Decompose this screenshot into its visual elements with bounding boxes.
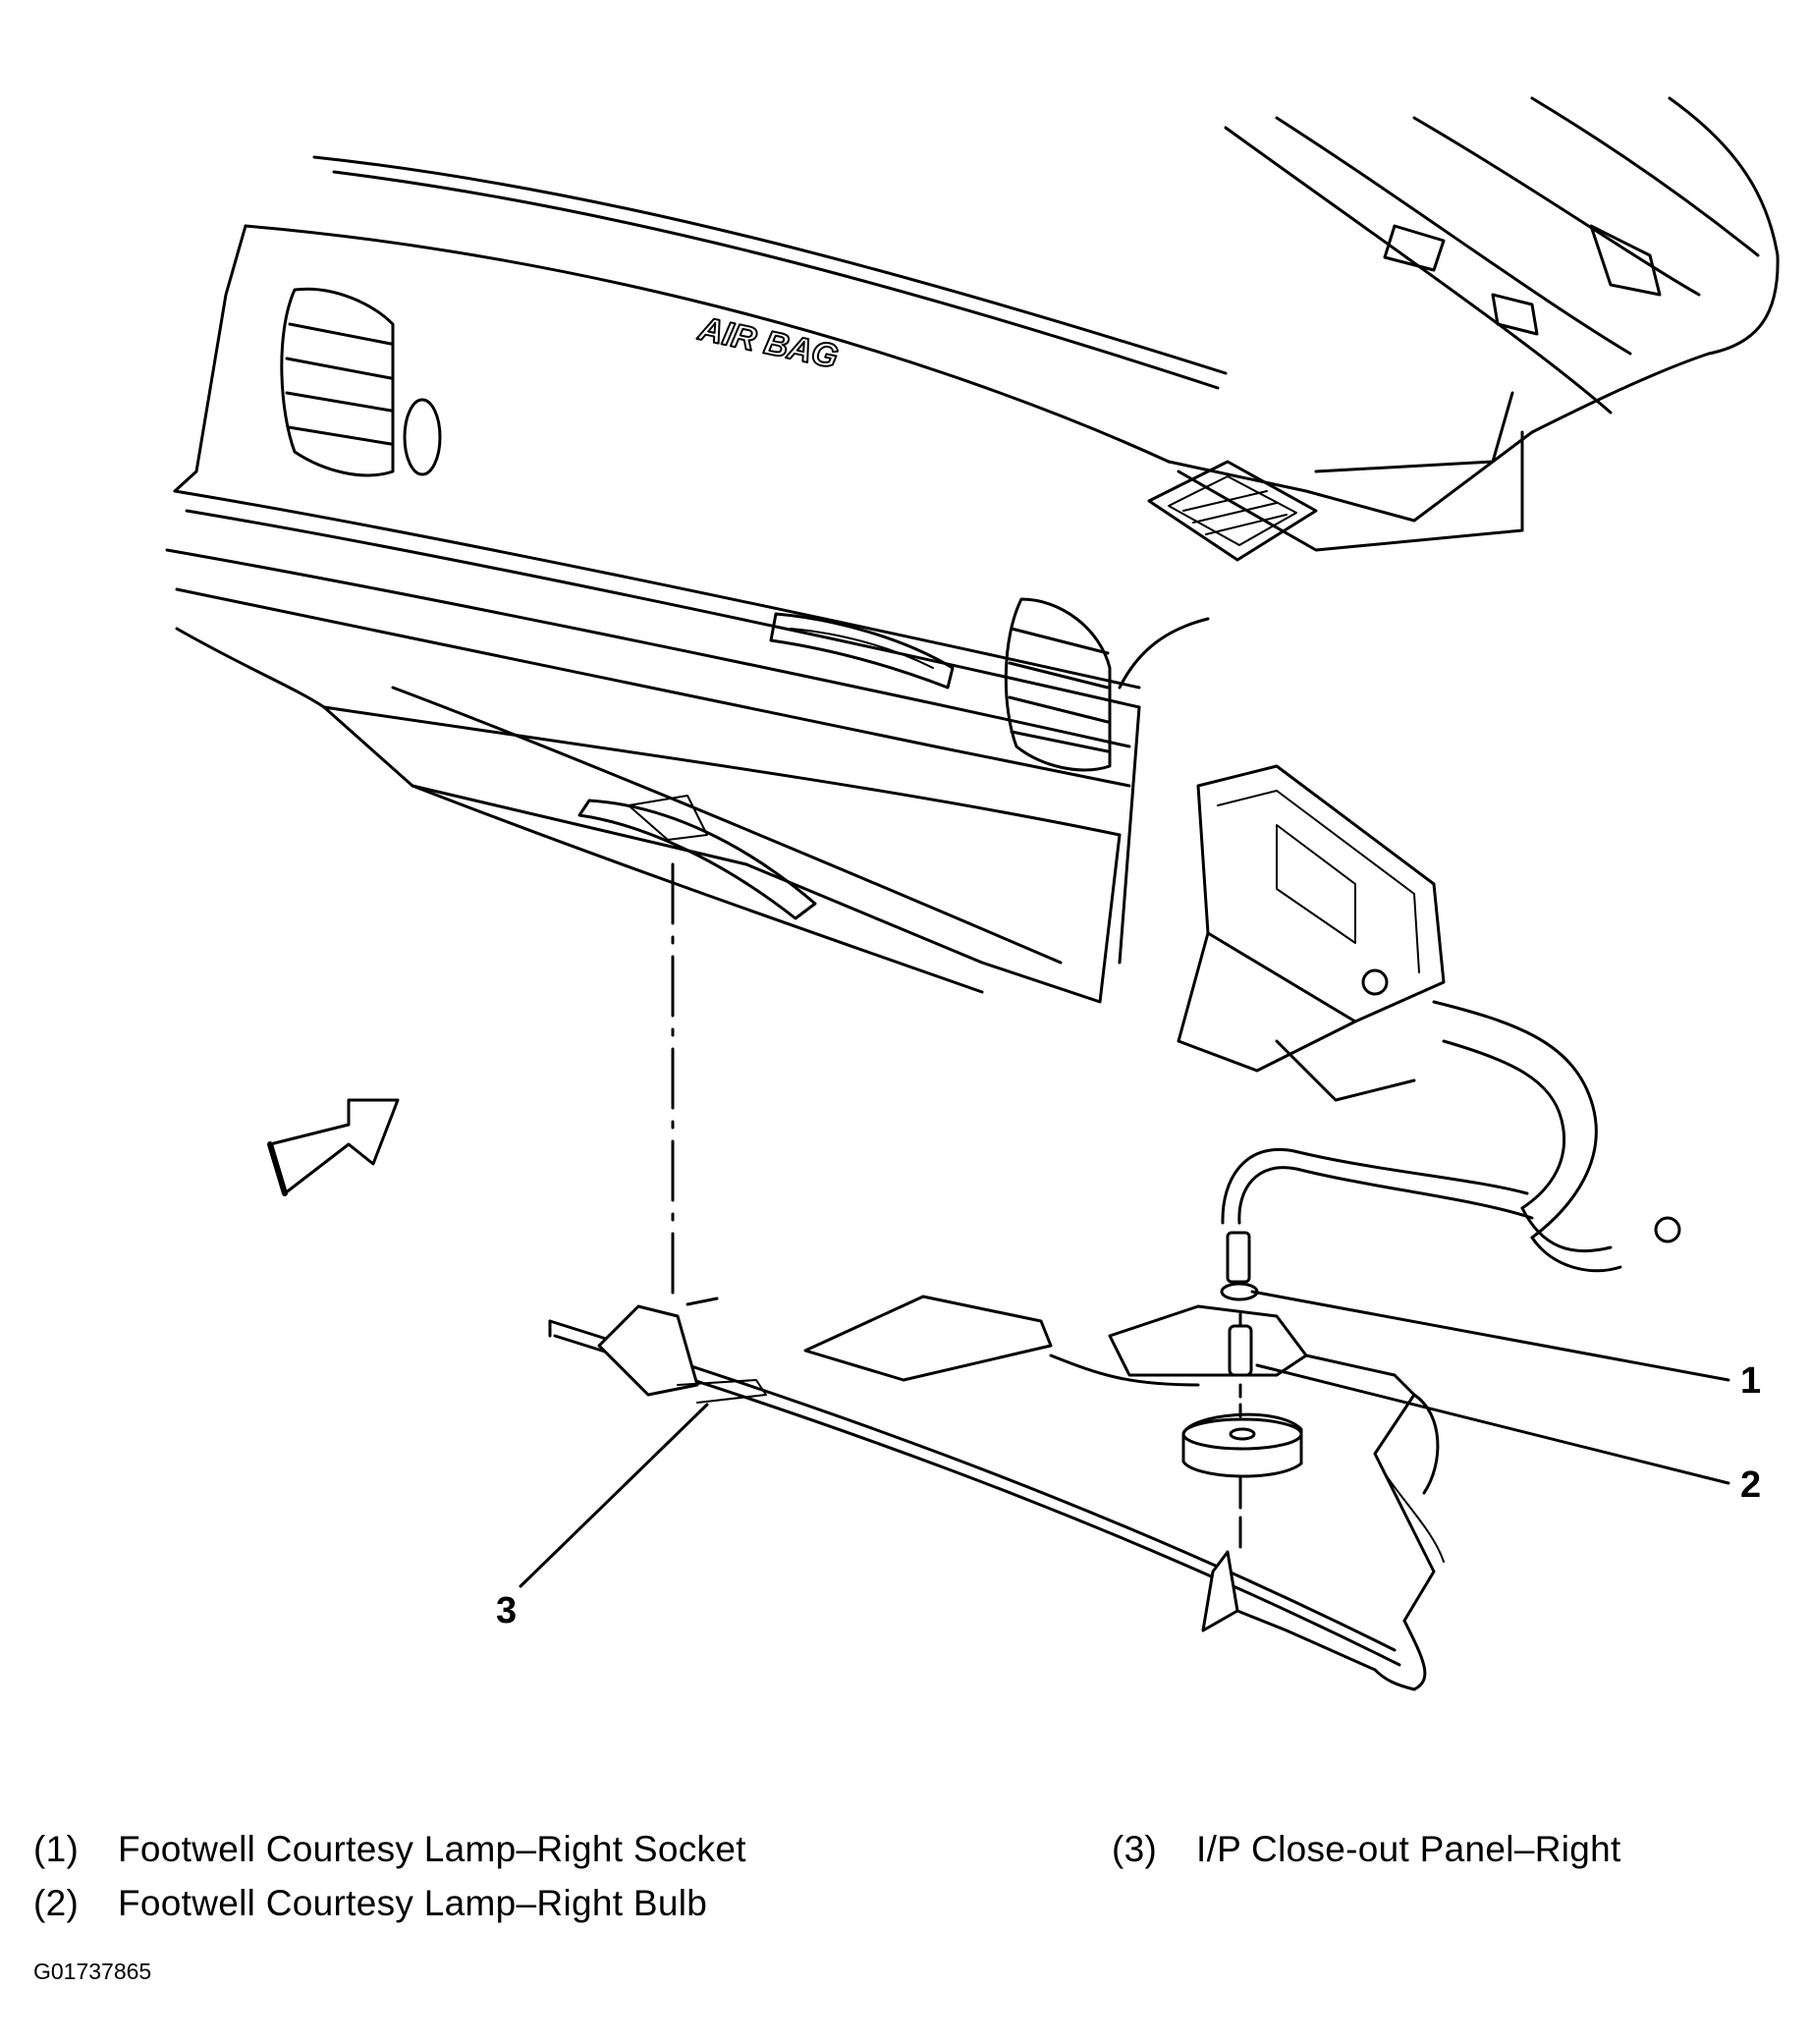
direction-arrow [267, 1098, 400, 1196]
legend-label: Footwell Courtesy Lamp–Right Socket [118, 1829, 746, 1869]
callout-2: 2 [1740, 1464, 1761, 1506]
glovebox-handle [577, 795, 817, 920]
callout-1: 1 [1740, 1360, 1761, 1402]
left-air-vent [280, 287, 442, 477]
callout-leaders [519, 1290, 1730, 1588]
wire-harness [1221, 1000, 1681, 1273]
lamp-housing [1181, 1412, 1303, 1478]
legend-label: Footwell Courtesy Lamp–Right Bulb [118, 1883, 708, 1923]
legend-label: I/P Close-out Panel–Right [1196, 1829, 1621, 1869]
assembly-lines [671, 862, 1242, 1554]
lamp-bulb [1228, 1312, 1253, 1377]
defrost-vent [1147, 460, 1318, 562]
figure-id: G01737865 [33, 1959, 152, 1984]
dashboard-front [165, 489, 1210, 1004]
legend-item: (1) Footwell Courtesy Lamp–Right Socket [33, 1829, 746, 1870]
instrument-panel-diagram: AIR BAG [165, 96, 1780, 1691]
legend-number: (1) [33, 1829, 80, 1869]
control-module [1177, 764, 1446, 1102]
right-air-vent [1004, 597, 1112, 772]
lamp-socket [1220, 1231, 1259, 1301]
callout-3: 3 [496, 1590, 517, 1631]
windshield-edge [1224, 96, 1780, 434]
dash-emblem [769, 612, 955, 690]
legend-item: (3) I/P Close-out Panel–Right [1112, 1829, 1621, 1870]
dashboard-top [173, 155, 1534, 552]
close-out-panel [548, 1295, 1445, 1691]
legend-number: (2) [33, 1883, 80, 1923]
legend-number: (3) [1112, 1829, 1158, 1869]
legend-item: (2) Footwell Courtesy Lamp–Right Bulb [33, 1883, 707, 1924]
